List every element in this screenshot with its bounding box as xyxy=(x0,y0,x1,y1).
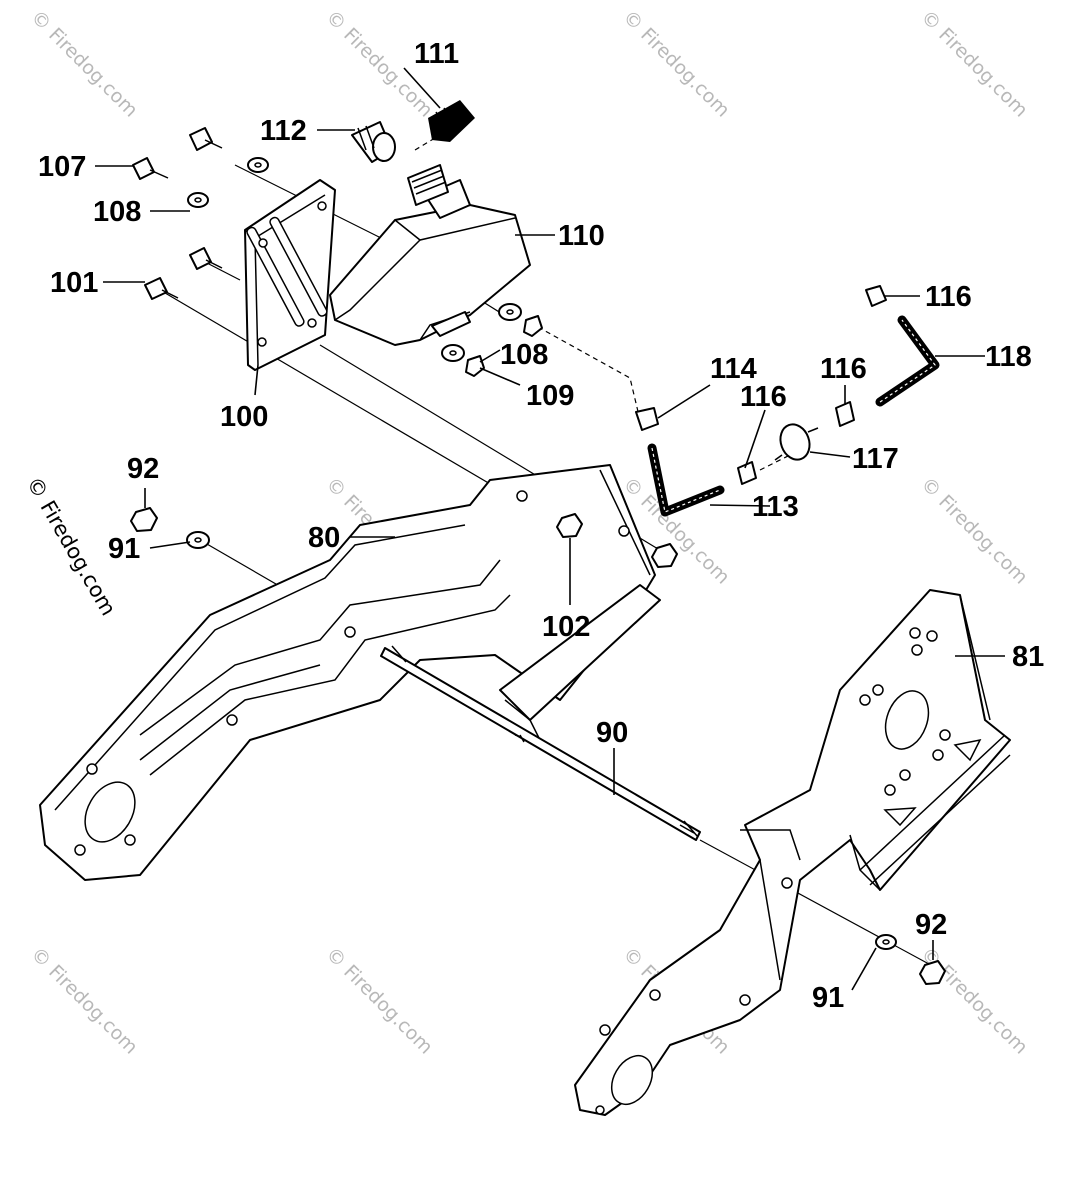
callout-117: 117 xyxy=(852,443,899,475)
watermark: © Firedog.com xyxy=(916,473,1031,588)
callout-116: 116 xyxy=(740,381,787,413)
callout-116: 116 xyxy=(925,281,972,313)
tie-rod-90 xyxy=(380,645,701,841)
callout-108: 108 xyxy=(93,196,141,228)
watermark: © Firedog.com xyxy=(618,6,733,121)
callout-92: 92 xyxy=(915,909,947,941)
bracket-100 xyxy=(244,179,336,371)
callout-112: 112 xyxy=(260,115,307,147)
callout-100: 100 xyxy=(220,401,268,433)
watermark-dark: © Firedog.com xyxy=(22,473,121,620)
callout-80: 80 xyxy=(308,522,340,554)
callout-101: 101 xyxy=(50,267,98,299)
side-frame-80 xyxy=(39,464,661,881)
fuel-tank-110 xyxy=(329,164,531,346)
watermark: © Firedog.com xyxy=(26,943,141,1058)
filler-cap-111 xyxy=(428,100,475,142)
watermark: © Firedog.com xyxy=(916,6,1031,121)
callout-111: 111 xyxy=(414,38,459,70)
callout-114: 114 xyxy=(710,353,757,385)
callout-109: 109 xyxy=(526,380,574,412)
callout-116: 116 xyxy=(820,353,867,385)
callout-81: 81 xyxy=(1012,641,1044,673)
watermark: © Firedog.com xyxy=(26,6,141,121)
callouts: 111 112 107 108 110 101 116 118 108 114 … xyxy=(38,38,1044,1014)
callout-91: 91 xyxy=(812,982,844,1014)
callout-118: 118 xyxy=(985,341,1032,373)
callout-107: 107 xyxy=(38,151,86,183)
watermark: © Firedog.com xyxy=(916,943,1031,1058)
fuel-line-parts xyxy=(635,285,940,517)
callout-102: 102 xyxy=(542,611,590,643)
callout-92: 92 xyxy=(127,453,159,485)
callout-90: 90 xyxy=(596,717,628,749)
callout-110: 110 xyxy=(558,220,605,252)
callout-108: 108 xyxy=(500,339,548,371)
side-frame-81 xyxy=(574,589,1011,1116)
leader-lines xyxy=(95,67,1005,991)
watermark: © Firedog.com xyxy=(321,943,436,1058)
callout-91: 91 xyxy=(108,533,140,565)
nuts-and-washers xyxy=(130,507,946,985)
callout-113: 113 xyxy=(752,491,799,523)
bolts-and-washers xyxy=(132,127,543,377)
vent-fitting-112 xyxy=(351,121,396,163)
